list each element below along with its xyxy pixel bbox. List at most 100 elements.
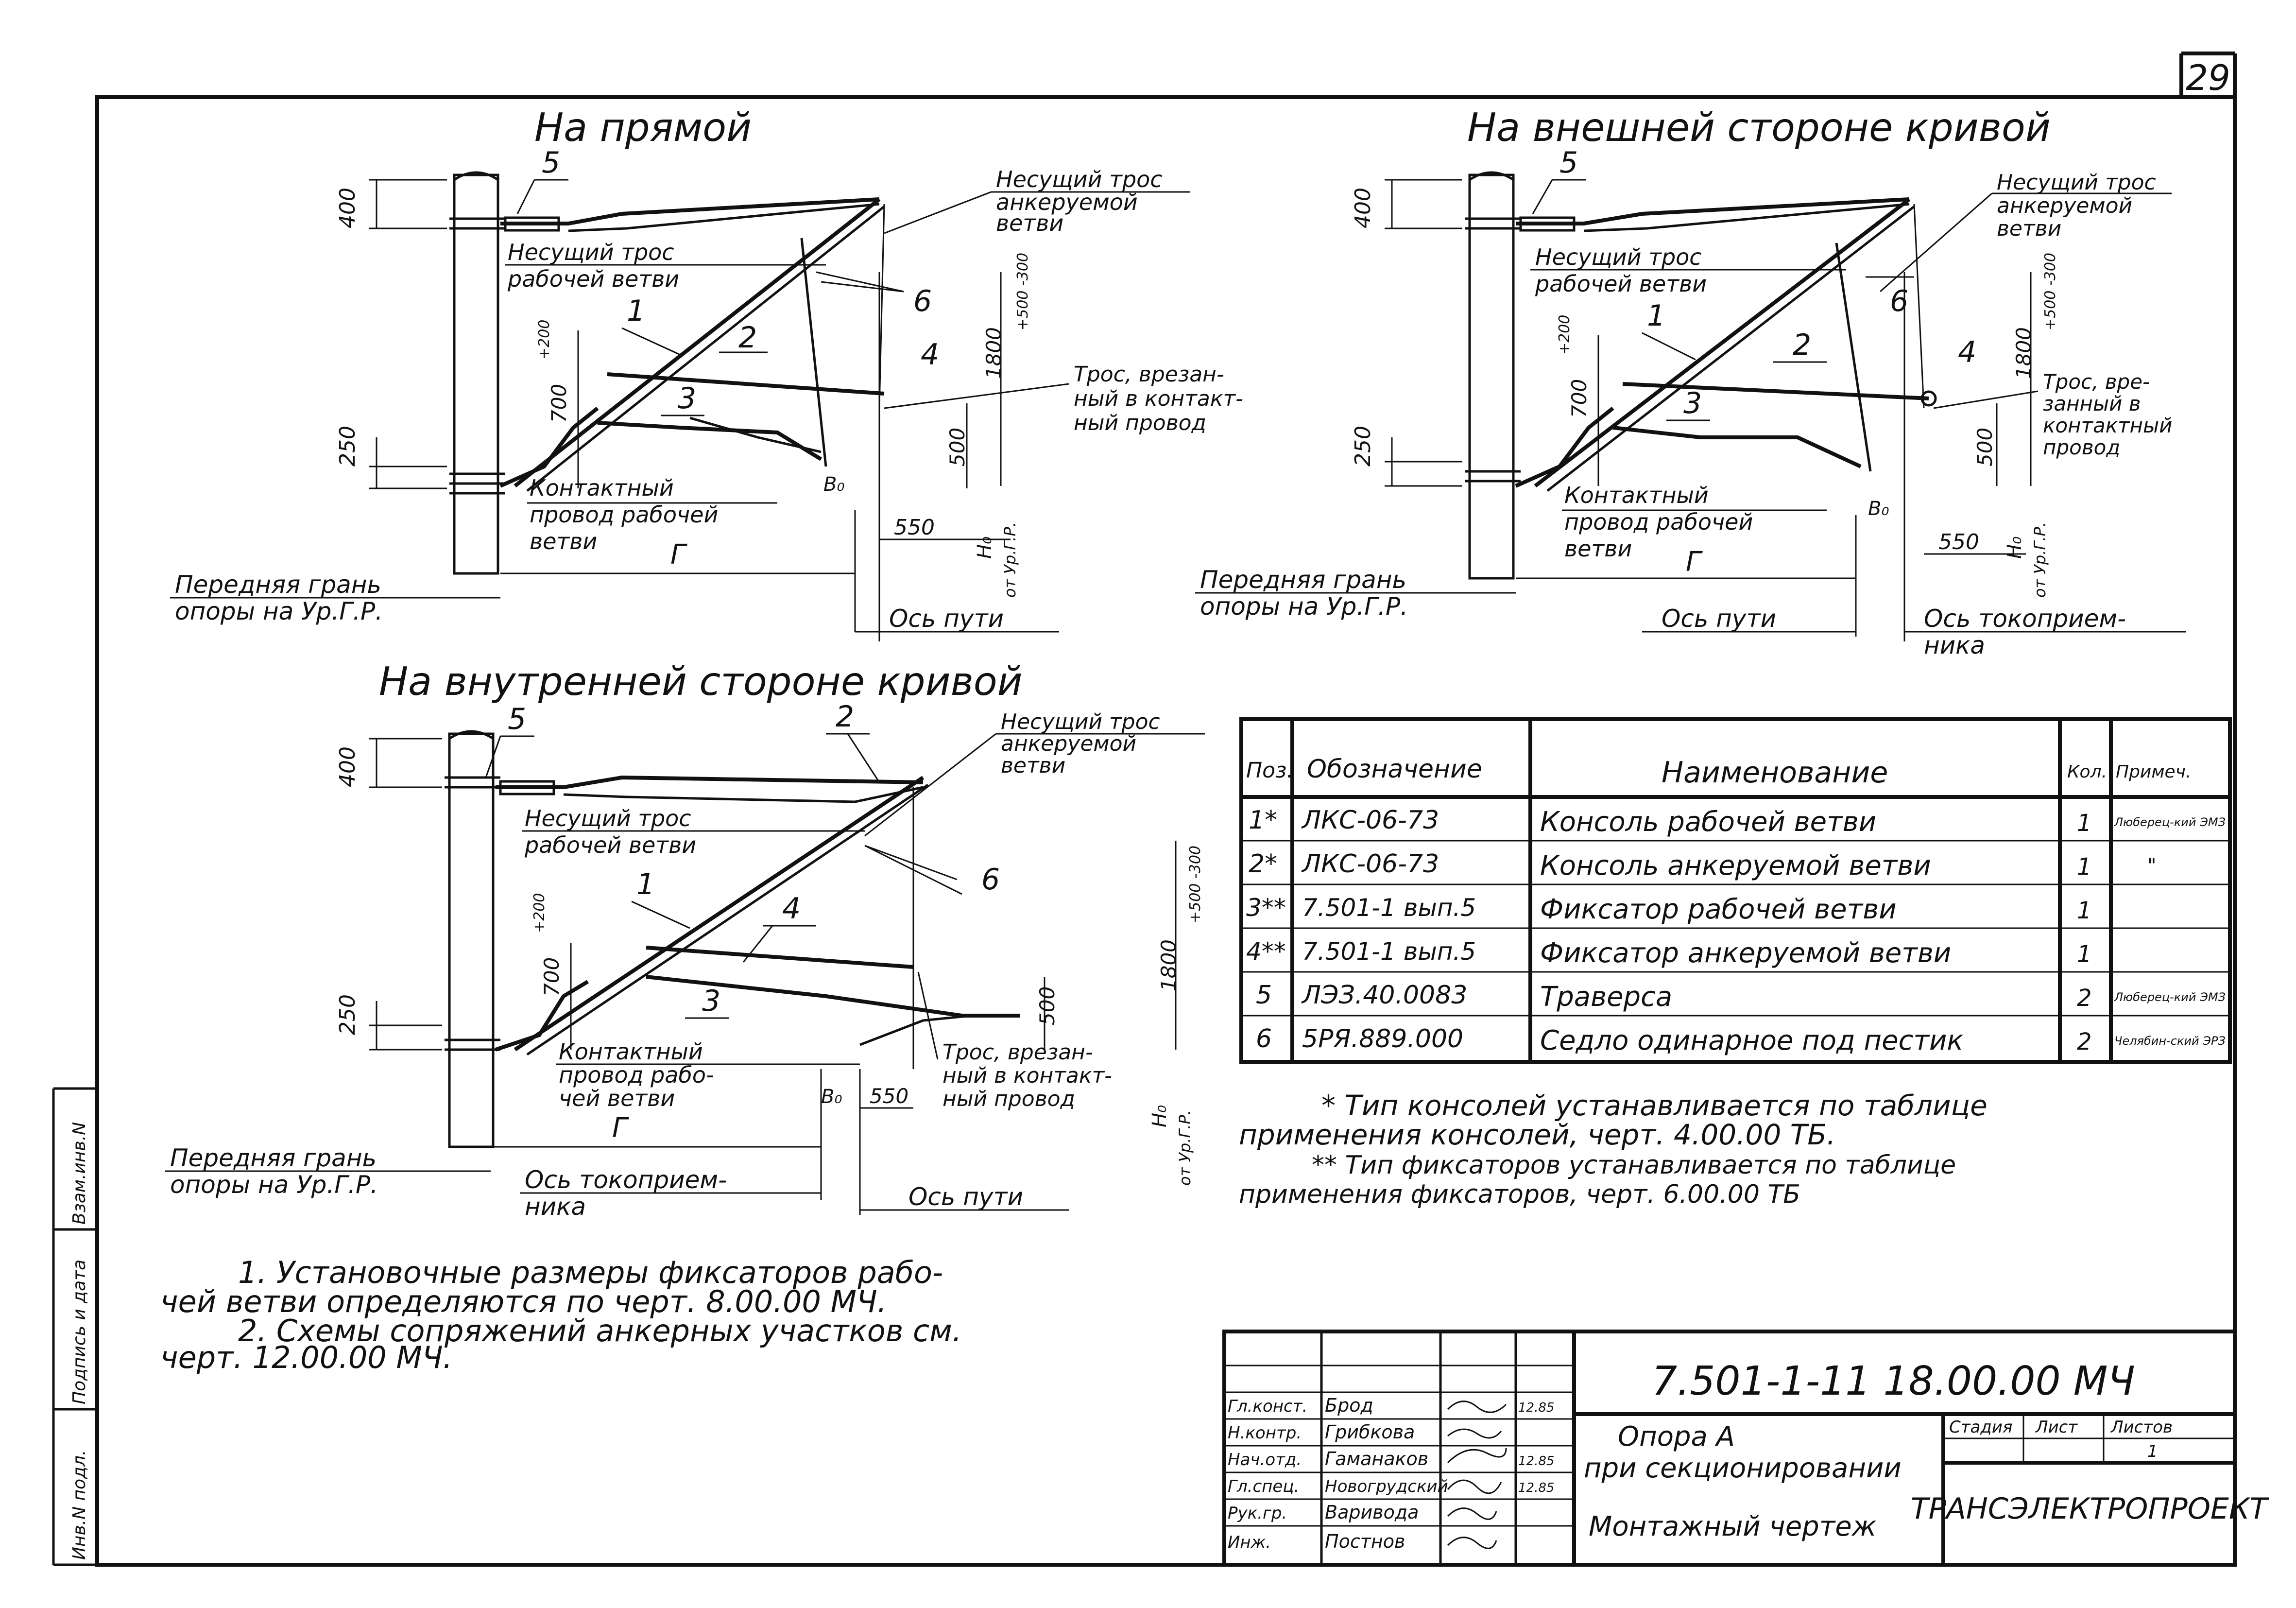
pole — [453, 173, 499, 575]
svg-text:2. Схемы сопряжений анкерных у: 2. Схемы сопряжений анкерных участков см… — [238, 1313, 962, 1349]
svg-text:": " — [2147, 855, 2156, 877]
svg-text:занный в: занный в — [2043, 392, 2141, 415]
console-1 — [1534, 197, 1911, 488]
table-row: 6 5РЯ.889.000 Седло одинарное под пестик… — [1256, 1024, 2226, 1056]
table-notes: * Тип консолей устанавливается по таблиц… — [1239, 1089, 1988, 1209]
th-qty: Кол. — [2067, 762, 2107, 782]
svg-text:1: 1 — [2077, 853, 2092, 881]
left-margin-stamp: Взам.инв.N Подпись и дата Инв.N подл. — [52, 1087, 97, 1566]
svg-text:4: 4 — [921, 338, 939, 372]
svg-text:4: 4 — [1958, 335, 1976, 369]
svg-text:Н.контр.: Н.контр. — [1228, 1423, 1302, 1443]
svg-text:500: 500 — [1973, 428, 1997, 467]
svg-text:Передняя грань: Передняя грань — [1200, 566, 1406, 594]
table-row: 5 ЛЭЗ.40.0083 Траверса 2 Люберец-кий ЭМЗ — [1256, 981, 2226, 1013]
svg-text:12.85: 12.85 — [1518, 1454, 1554, 1469]
svg-text:3: 3 — [678, 381, 696, 415]
svg-text:* Тип консолей устанавливается: * Тип консолей устанавливается по таблиц… — [1321, 1089, 1988, 1122]
svg-text:2: 2 — [2077, 1028, 2092, 1055]
margin-label-signature: Подпись и дата — [69, 1260, 89, 1404]
svg-text:Контактный: Контактный — [530, 475, 674, 501]
svg-text:1: 1 — [1647, 299, 1665, 333]
svg-text:ный провод: ный провод — [942, 1087, 1075, 1111]
svg-text:+200: +200 — [536, 320, 553, 360]
svg-text:1: 1 — [627, 294, 645, 328]
svg-text:ЛЭЗ.40.0083: ЛЭЗ.40.0083 — [1301, 981, 1467, 1010]
svg-text:Несущий трос: Несущий трос — [1535, 244, 1702, 270]
view-outer-curve: На внешней стороне кривой 5 6 1 2 3 4 Не… — [1195, 105, 2186, 659]
svg-text:Люберец-кий ЭМЗ: Люберец-кий ЭМЗ — [2114, 990, 2226, 1004]
svg-text:Консоль анкеруемой ветви: Консоль анкеруемой ветви — [1540, 850, 1931, 882]
svg-text:+500 -300: +500 -300 — [1187, 846, 1204, 923]
svg-text:ный в контакт-: ный в контакт- — [942, 1063, 1112, 1088]
view-straight-title: На прямой — [534, 105, 752, 150]
svg-text:Гл.конст.: Гл.конст. — [1228, 1397, 1307, 1416]
svg-text:Постнов: Постнов — [1325, 1531, 1405, 1552]
svg-text:ный провод: ный провод — [1074, 411, 1206, 435]
svg-text:3**: 3** — [1246, 894, 1286, 922]
drawing-code: 7.501-1-11 18.00.00 МЧ — [1652, 1358, 2135, 1404]
svg-text:Трос, врезан-: Трос, врезан- — [1074, 362, 1224, 387]
svg-text:Рук.гр.: Рук.гр. — [1228, 1504, 1287, 1523]
svg-text:Трос, врезан-: Трос, врезан- — [942, 1040, 1093, 1065]
table-row: 1* ЛКС-06-73 Консоль рабочей ветви 1 Люб… — [1249, 806, 2226, 838]
svg-text:ный в контакт-: ный в контакт- — [1074, 386, 1243, 411]
table-row: 4** 7.501-1 вып.5 Фиксатор анкеруемой ве… — [1246, 937, 2092, 969]
svg-text:** Тип фиксаторов устанавливае: ** Тип фиксаторов устанавливается по таб… — [1312, 1151, 1956, 1180]
svg-text:Ось пути: Ось пути — [908, 1183, 1023, 1211]
svg-text:от Ур.Г.Р.: от Ур.Г.Р. — [1001, 522, 1019, 598]
svg-text:6: 6 — [1890, 284, 1908, 318]
svg-text:Ось пути: Ось пути — [1662, 605, 1776, 633]
svg-text:+500 -300: +500 -300 — [2042, 253, 2059, 330]
console-1 — [514, 776, 925, 1052]
signature-row: Гл.конст. Брод 12.85 — [1228, 1395, 1554, 1416]
title-line1: Опора А — [1618, 1421, 1735, 1452]
svg-text:700: 700 — [1567, 379, 1591, 418]
svg-text:ветви: ветви — [1564, 536, 1632, 562]
svg-text:1: 1 — [636, 867, 655, 901]
svg-text:Инж.: Инж. — [1228, 1533, 1271, 1552]
margin-label-inventory: Инв.N подл. — [69, 1450, 89, 1560]
svg-text:Грибкова: Грибкова — [1325, 1421, 1415, 1443]
title-line2: при секционировании — [1584, 1452, 1902, 1484]
view-inner-curve: На внутренней стороне кривой 5 2 6 1 4 3… — [165, 659, 1205, 1221]
svg-text:Фиксатор анкеруемой ветви: Фиксатор анкеруемой ветви — [1540, 937, 1951, 969]
svg-text:12.85: 12.85 — [1518, 1401, 1554, 1415]
svg-text:анкеруемой: анкеруемой — [1997, 193, 2132, 218]
svg-text:Несущий трос: Несущий трос — [1001, 709, 1160, 734]
svg-text:Листов: Листов — [2110, 1418, 2173, 1437]
svg-text:700: 700 — [547, 384, 571, 423]
signature-row: Рук.гр. Варивода — [1228, 1502, 1497, 1523]
svg-text:Несущий трос: Несущий трос — [1997, 170, 2156, 195]
signature-row: Н.контр. Грибкова — [1228, 1421, 1502, 1443]
svg-text:5: 5 — [542, 146, 560, 180]
svg-text:контактный: контактный — [2043, 414, 2172, 437]
svg-text:Нач.отд.: Нач.отд. — [1228, 1450, 1302, 1470]
svg-text:ветви: ветви — [530, 528, 597, 554]
th-note: Примеч. — [2116, 762, 2191, 782]
svg-text:7.501-1 вып.5: 7.501-1 вып.5 — [1302, 937, 1476, 966]
svg-text:Варивода: Варивода — [1325, 1502, 1419, 1523]
svg-text:рабочей ветви: рабочей ветви — [507, 266, 679, 292]
svg-text:черт. 12.00.00 МЧ.: черт. 12.00.00 МЧ. — [160, 1340, 452, 1375]
svg-text:ЛКС-06-73: ЛКС-06-73 — [1301, 849, 1439, 879]
svg-text:500: 500 — [1035, 986, 1059, 1025]
signature-row: Гл.спец. Новогрудский 12.85 — [1228, 1477, 1554, 1496]
svg-text:ветви: ветви — [996, 210, 1063, 236]
svg-text:6: 6 — [913, 284, 932, 318]
svg-text:5: 5 — [1256, 981, 1272, 1010]
th-name: Наименование — [1662, 756, 1888, 790]
svg-text:250: 250 — [335, 994, 360, 1035]
svg-text:анкеруемой: анкеруемой — [1001, 731, 1136, 756]
svg-text:1800: 1800 — [2012, 327, 2036, 379]
svg-text:применения фиксаторов, черт. 6: применения фиксаторов, черт. 6.00.00 ТБ — [1239, 1180, 1800, 1209]
svg-text:Гаманаков: Гаманаков — [1325, 1448, 1428, 1470]
svg-text:Ось токоприем-: Ось токоприем- — [525, 1166, 727, 1194]
svg-text:700: 700 — [540, 957, 564, 996]
svg-text:Контактный: Контактный — [1564, 482, 1709, 508]
svg-text:опоры на Ур.Г.Р.: опоры на Ур.Г.Р. — [175, 597, 383, 625]
svg-text:250: 250 — [1351, 426, 1375, 467]
svg-text:1800: 1800 — [982, 327, 1006, 379]
organization: ТРАНСЭЛЕКТРОПРОЕКТ — [1911, 1492, 2270, 1526]
doc-type: Монтажный чертеж — [1589, 1511, 1876, 1542]
